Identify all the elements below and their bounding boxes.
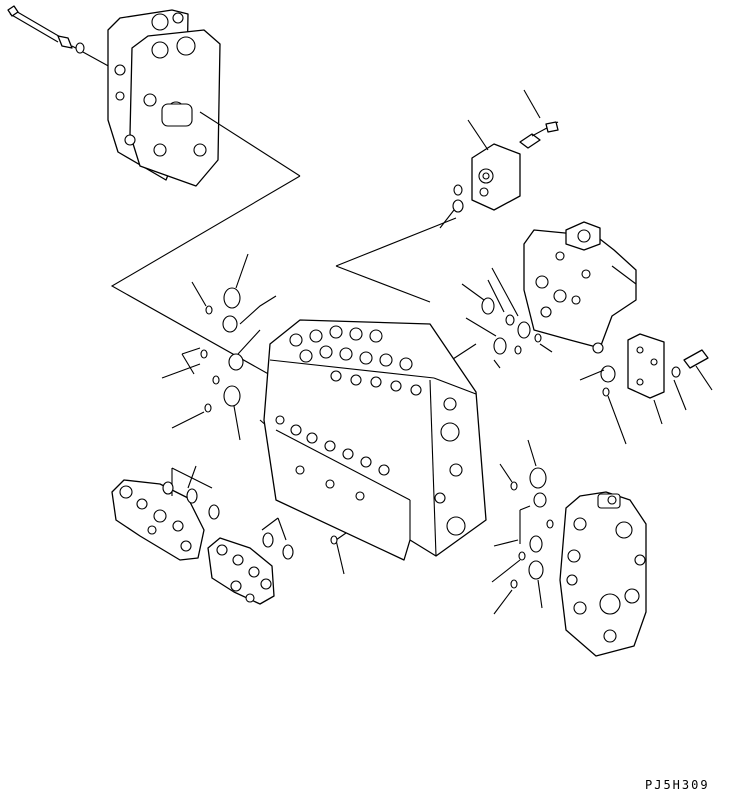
drawing-code: PJ5H309 — [645, 778, 710, 792]
o-ring-group-right-bottom — [491, 439, 554, 615]
relief-valve-block-large — [111, 465, 220, 561]
o-ring-group-right-top — [461, 267, 553, 369]
inlet-section — [559, 491, 647, 657]
small-o-ring — [330, 535, 338, 545]
o-ring-group-left — [161, 253, 277, 441]
washer — [75, 42, 85, 54]
tie-bolt — [7, 5, 113, 69]
relief-valve-block-small — [207, 517, 294, 605]
end-section-valve — [107, 9, 301, 187]
main-valve-body — [263, 319, 487, 561]
cover-block-top — [439, 89, 559, 229]
cover-plate-right — [579, 333, 713, 445]
pilot-valve-section — [523, 221, 637, 354]
